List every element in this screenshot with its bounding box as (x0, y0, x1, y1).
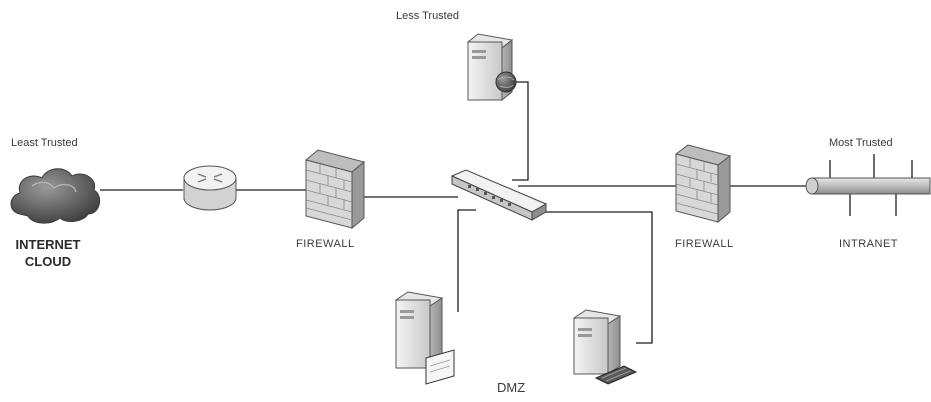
less-trusted-label: Less Trusted (396, 10, 459, 22)
dmz-server-mail-icon (394, 291, 455, 385)
dmz-server-workstation-icon (572, 309, 638, 385)
connection-lines (100, 81, 808, 344)
firewall-left-label: FIREWALL (296, 238, 355, 250)
link-switch-dmz-server-left (457, 209, 476, 312)
internet-cloud-label: INTERNET CLOUD (8, 236, 88, 270)
link-switch-less-trusted-server (512, 81, 529, 181)
firewall-right-icon (674, 144, 732, 224)
less-trusted-server-icon (466, 33, 517, 102)
dmz-label: DMZ (497, 380, 526, 395)
firewall-left-icon (304, 149, 366, 230)
intranet-label: INTRANET (839, 238, 898, 250)
switch-icon (450, 169, 548, 221)
most-trusted-label: Most Trusted (829, 137, 893, 149)
internet-cloud-label-line2: CLOUD (24, 254, 72, 269)
link-switch-dmz-server-right (520, 211, 653, 344)
firewall-right-label: FIREWALL (675, 238, 734, 250)
internet-cloud-icon (10, 168, 101, 224)
internet-cloud-label-line1: INTERNET (15, 237, 81, 252)
router-icon (183, 165, 237, 211)
intranet-backbone-icon (805, 154, 931, 216)
least-trusted-label: Least Trusted (11, 137, 78, 149)
